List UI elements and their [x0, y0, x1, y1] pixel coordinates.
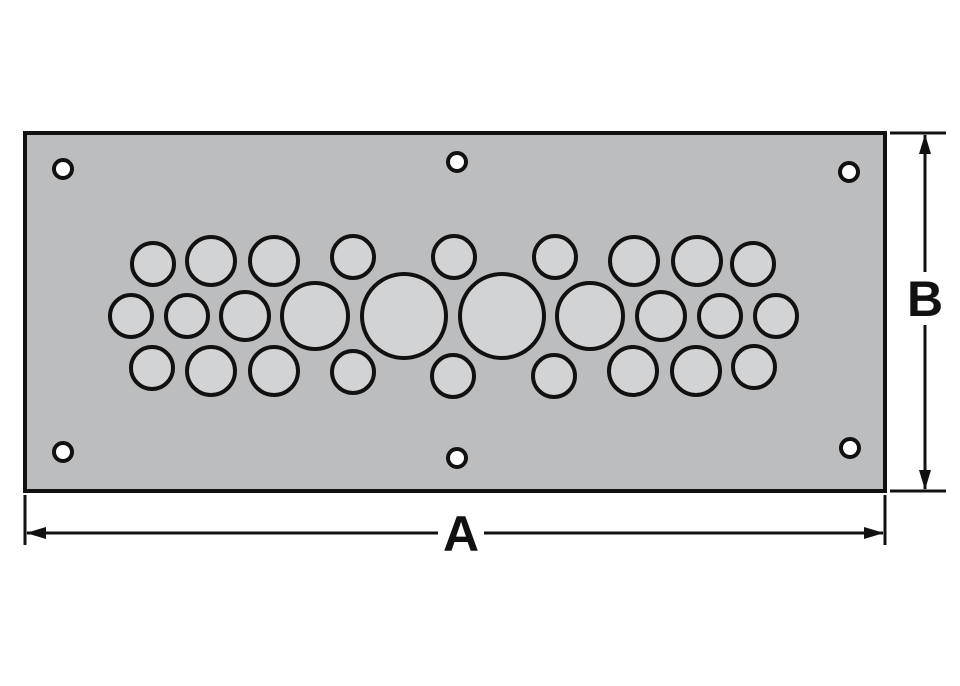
cable-hole — [671, 235, 723, 287]
cable-hole — [458, 272, 546, 360]
cable-hole — [360, 272, 448, 360]
cable-hole — [731, 344, 777, 390]
cable-hole — [330, 234, 376, 280]
cable-hole — [670, 345, 722, 397]
cable-hole — [185, 345, 237, 397]
dimension-label-b: B — [907, 271, 943, 327]
dimension-b: B — [890, 131, 946, 493]
cable-hole — [330, 349, 376, 395]
cable-hole — [248, 345, 300, 397]
cable-hole — [129, 345, 175, 391]
mounting-hole — [52, 441, 74, 463]
dimension-label-a: A — [443, 506, 479, 562]
cable-hole — [280, 281, 350, 351]
cable-hole — [531, 353, 577, 399]
cable-hole — [185, 235, 237, 287]
mounting-hole — [446, 447, 468, 469]
cable-hole — [219, 290, 271, 342]
mounting-holes — [52, 151, 861, 469]
cable-hole — [164, 293, 210, 339]
dimension-a: A — [23, 495, 887, 562]
cable-holes — [108, 234, 799, 399]
cable-hole — [248, 235, 300, 287]
cable-hole — [608, 235, 660, 287]
cable-hole — [635, 290, 687, 342]
cable-hole — [430, 353, 476, 399]
cable-hole — [555, 281, 625, 351]
cable-hole — [431, 234, 477, 280]
mounting-hole — [52, 158, 74, 180]
cable-hole — [108, 293, 154, 339]
cable-hole — [697, 293, 743, 339]
cable-hole — [730, 241, 776, 287]
cable-hole — [607, 345, 659, 397]
mounting-hole — [838, 161, 860, 183]
mounting-hole — [839, 437, 861, 459]
cable-hole — [753, 293, 799, 339]
mounting-hole — [446, 151, 468, 173]
cable-hole — [532, 234, 578, 280]
cable-hole — [130, 241, 176, 287]
